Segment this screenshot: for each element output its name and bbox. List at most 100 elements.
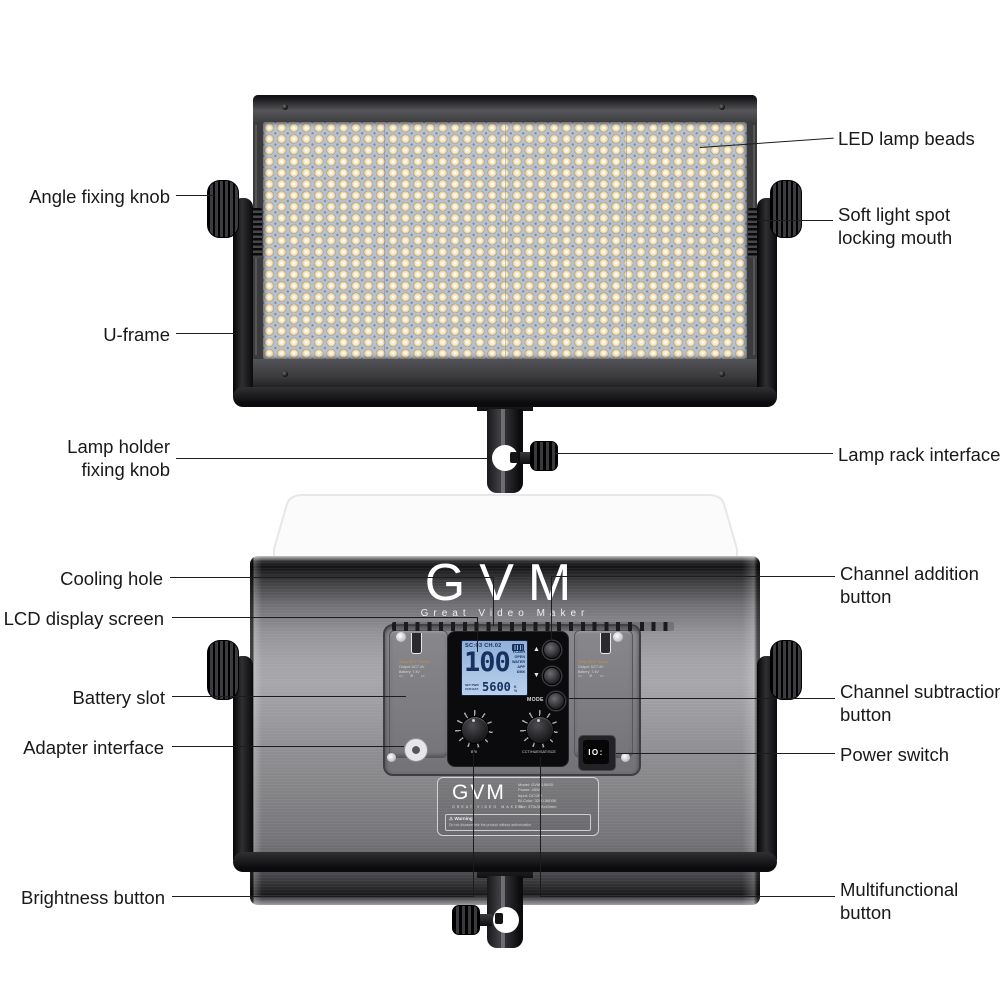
mode-button-label: MODE (527, 697, 544, 703)
angle-fixing-knob-back-left (207, 640, 239, 700)
leader-u-frame (176, 333, 238, 335)
pcb-seam (626, 122, 627, 359)
spec-line: Size: 375x365x40mm (518, 803, 557, 809)
u-frame-right-arm-back (757, 656, 777, 860)
leader-cooling-hole-h (170, 577, 493, 579)
lcd-scene-channel: SC:03 CH.02 (465, 643, 502, 649)
multifunction-knob-label: CCT/HUE/SAT/SCE (522, 750, 556, 754)
lcd-units: K % (514, 685, 517, 693)
battery-indicator-icon (512, 643, 524, 651)
knob-indicator (472, 719, 475, 722)
channel-addition-button (543, 641, 561, 659)
callout-line: button (840, 704, 892, 725)
front-top-bar (253, 95, 757, 122)
lcd-unit-pct: % (514, 688, 518, 693)
u-frame-right-arm (757, 198, 777, 397)
callout-line: fixing knob (81, 459, 170, 480)
multifunction-knob (526, 716, 554, 744)
callout-power-switch: Power switch (840, 744, 949, 765)
lcd-display-screen: SC:03 CH.02 100 FLASH OPEN WATER APP DMX… (461, 640, 528, 696)
callout-line: button (840, 586, 892, 607)
lcd-status: SET PWR CUR BAT (465, 684, 479, 692)
callout-adapter-interface: Adapter interface (23, 737, 164, 758)
callout-angle-fixing-knob: Angle fixing knob (29, 186, 170, 207)
battery-plate-line: Battery: 7.4V (399, 669, 420, 674)
callout-lamp-rack-interface: Lamp rack interface (838, 444, 1000, 465)
name-plate: GVM GREAT VIDEO MAKER Model: GVM-1500D P… (437, 777, 599, 836)
name-plate-tagline: GREAT VIDEO MAKER (452, 805, 525, 809)
leader-power-switch (616, 753, 835, 755)
screw (719, 371, 725, 377)
leader-brightness-h (172, 896, 473, 898)
lcd-status-line: SET PWR (465, 683, 479, 688)
led-lamp-beads-board (263, 122, 747, 359)
corner-screw (387, 753, 396, 762)
name-plate-specs: Model: GVM-1500D Power: 45W Input: DC15V… (518, 782, 556, 809)
lcd-mode-list: FLASH OPEN WATER APP DMX (512, 650, 525, 675)
channel-subtraction-button (543, 667, 561, 685)
leader-adapter-interface (172, 746, 404, 748)
callout-line: button (840, 902, 892, 923)
battery-plate-line: Output: DC7.4V (578, 664, 604, 669)
lamp-holder-fixing-knob-back (452, 905, 480, 935)
callout-line: Multifunctional (840, 879, 959, 900)
battery-plate-heading: Sony NP-F Series (578, 660, 609, 664)
spec-line: Bi-Color: 3200-5600K (518, 798, 557, 804)
screw (719, 104, 725, 110)
callout-lcd-display-screen: LCD display screen (3, 608, 164, 629)
u-frame-bottom-bar (233, 387, 777, 407)
leader-lcd-h (172, 617, 477, 619)
battery-plate-text: Sony NP-F Series Output: DC7.4V Battery:… (399, 660, 443, 679)
hole-notch (510, 452, 518, 463)
callout-multifunctional: Multifunctional button (840, 878, 958, 924)
warning-title: ⚠ Warning (449, 816, 473, 821)
release-button (396, 632, 406, 642)
release-button (613, 632, 623, 642)
name-plate-logo: GVM (452, 781, 506, 804)
spec-line: Input: DC15V (518, 792, 543, 798)
adapter-interface-socket (404, 738, 428, 762)
lcd-unit-k: K (514, 684, 517, 689)
leader-lcd-v (477, 617, 479, 652)
callout-cooling-hole: Cooling hole (60, 568, 163, 589)
spec-line: Model: GVM-1500D (518, 782, 554, 787)
leader-channel-subtraction (563, 698, 835, 700)
power-switch: IO: (583, 740, 609, 764)
leader-channel-addition-h (551, 576, 835, 578)
leader-cooling-hole-v (493, 577, 495, 626)
down-arrow-icon: ▼ (533, 672, 540, 679)
callout-line: Soft light spot (838, 204, 951, 225)
u-frame-bottom-bar-back (233, 852, 777, 872)
screw (282, 104, 288, 110)
u-frame-left-arm-back (233, 656, 253, 860)
angle-fixing-knob-left (207, 180, 239, 238)
screw (282, 371, 288, 377)
callout-line: Lamp holder (67, 436, 170, 457)
battery-plate-line: Output: DC7.4V (399, 664, 425, 669)
leader-multifunctional-h (540, 896, 835, 898)
pcb-seam (505, 122, 506, 359)
lcd-mode: DMX (516, 669, 525, 674)
leader-lamp-holder-fixing-knob (176, 458, 492, 460)
leader-brightness-v (473, 748, 475, 897)
leader-channel-addition-v (551, 576, 553, 641)
up-arrow-icon: ▲ (533, 646, 540, 653)
lcd-mode: WATER (511, 659, 525, 664)
warning-box: ⚠ Warning Do not disassemble the product… (445, 814, 591, 831)
u-frame-left-arm (233, 198, 253, 397)
leader-lamp-rack-interface (556, 453, 833, 455)
callout-battery-slot: Battery slot (72, 687, 165, 708)
lcd-mode: APP (517, 664, 525, 669)
battery-plate-heading: Sony NP-F Series (399, 660, 430, 664)
hole-notch (495, 913, 503, 924)
knob-shaft (478, 914, 492, 926)
callout-lamp-holder-fixing-knob: Lamp holder fixing knob (67, 435, 170, 481)
brightness-knob (461, 716, 489, 744)
leader-soft-light-spot (752, 220, 833, 222)
front-panel-frame (253, 95, 757, 393)
corner-screw (621, 753, 630, 762)
warning-text: Do not disassemble the product without a… (449, 823, 532, 827)
callout-channel-subtraction: Channel subtraction button (840, 680, 1000, 726)
battery-plate-text: Sony NP-F Series Output: DC7.4V Battery:… (578, 660, 622, 679)
